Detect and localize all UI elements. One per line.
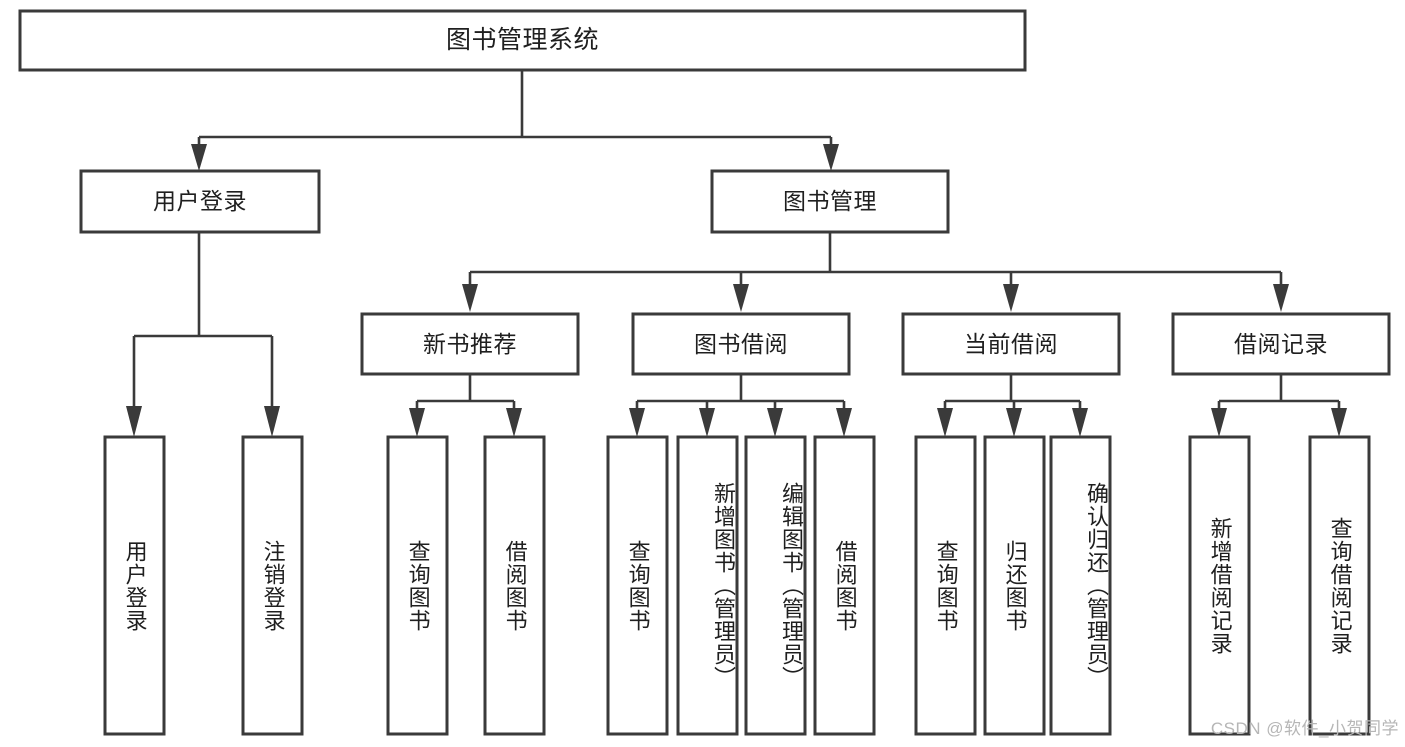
connector-root-to-level1	[191, 70, 839, 171]
arrow-head-new-book-recommend	[462, 284, 478, 312]
arrow-head-leaf-edit-book	[767, 408, 783, 437]
node-book-manage[interactable]	[712, 171, 948, 232]
arrow-head-leaf-add-record	[1211, 408, 1227, 437]
node-book-borrow[interactable]	[633, 314, 849, 374]
node-user-login[interactable]	[81, 171, 319, 232]
node-box-leaf-borrow-book-1[interactable]	[483, 435, 546, 736]
node-box-root[interactable]	[18, 9, 1027, 72]
node-box-current-borrow[interactable]	[901, 312, 1121, 376]
connector-new-book-recommend-to-leaves	[409, 374, 522, 437]
arrow-head-leaf-borrow-book-1	[506, 408, 522, 437]
connector-book-manage-to-level2	[462, 232, 1289, 312]
node-box-leaf-logout-login[interactable]	[241, 435, 304, 736]
node-box-leaf-add-book[interactable]	[676, 435, 739, 736]
arrow-head-book-manage	[823, 144, 839, 171]
arrow-head-leaf-add-book	[699, 408, 715, 437]
arrow-head-user-login	[191, 144, 207, 171]
node-new-book-recommend[interactable]	[362, 314, 578, 374]
connector-user-login-to-leaves	[126, 232, 280, 437]
arrow-head-leaf-query-book-3	[937, 408, 953, 437]
node-box-leaf-edit-book[interactable]	[744, 435, 807, 736]
arrow-head-leaf-query-book-1	[409, 408, 425, 437]
node-borrow-record[interactable]	[1173, 314, 1389, 374]
arrow-head-leaf-confirm-return	[1072, 408, 1088, 437]
arrow-head-leaf-user-login	[126, 406, 142, 437]
node-box-leaf-query-book-3[interactable]	[914, 435, 977, 736]
node-current-borrow[interactable]	[903, 314, 1119, 374]
arrow-head-leaf-query-record	[1331, 408, 1347, 437]
node-box-leaf-user-login[interactable]	[103, 435, 166, 736]
arrow-head-leaf-query-book-2	[629, 408, 645, 437]
arrow-head-leaf-borrow-book-2	[836, 408, 852, 437]
arrow-head-leaf-return-book	[1006, 408, 1022, 437]
node-box-leaf-confirm-return[interactable]	[1049, 435, 1112, 736]
arrow-head-book-borrow	[733, 284, 749, 312]
node-box-leaf-borrow-book-2[interactable]	[813, 435, 876, 736]
arrow-head-leaf-logout-login	[264, 406, 280, 437]
node-box-leaf-query-book-1[interactable]	[386, 435, 449, 736]
arrow-head-borrow-record	[1273, 284, 1289, 312]
connector-current-borrow-to-leaves	[937, 374, 1088, 437]
connector-book-borrow-to-leaves	[629, 374, 852, 437]
node-box-user-login[interactable]	[79, 169, 321, 234]
node-box-leaf-query-record[interactable]	[1308, 435, 1371, 736]
node-box-leaf-return-book[interactable]	[983, 435, 1046, 736]
node-box-new-book-recommend[interactable]	[360, 312, 580, 376]
node-root[interactable]	[20, 11, 1025, 70]
connector-borrow-record-to-leaves	[1211, 374, 1347, 437]
node-box-leaf-add-record[interactable]	[1188, 435, 1251, 736]
arrow-head-current-borrow	[1003, 284, 1019, 312]
node-box-leaf-query-book-2[interactable]	[606, 435, 669, 736]
